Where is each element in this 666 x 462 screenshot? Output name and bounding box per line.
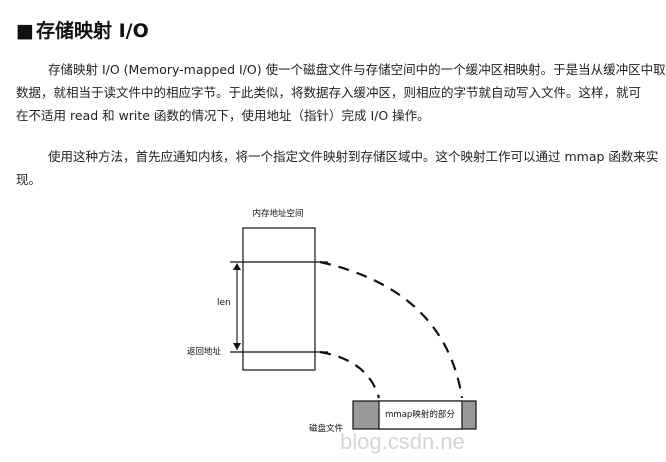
- mmap-part-label: mmap映射的部分: [385, 409, 455, 420]
- mapping-arc-outer: [319, 260, 464, 399]
- paragraph-line: 使用这种方法，首先应通知内核，将一个指定文件映射到存储区域中。这个映射工作可以通…: [48, 149, 659, 164]
- paragraph-line: 在不适用 read 和 write 函数的情况下，使用地址（指针）完成 I/O …: [16, 108, 430, 123]
- paragraph-line: 数据，就相当于读文件中的相应字节。于此类似，将数据存入缓冲区，则相应的字节就自动…: [16, 85, 642, 100]
- mmap-mapped-part: [378, 400, 463, 430]
- disk-file-label: 磁盘文件: [309, 423, 344, 434]
- memory-space-box: [242, 227, 316, 371]
- return-address-label: 返回地址: [187, 346, 222, 357]
- len-label: len: [217, 298, 231, 308]
- section-heading: ■存储映射 I/O: [16, 16, 149, 43]
- heading-title: 存储映射 I/O: [35, 20, 149, 42]
- memory-space-label: 内存地址空间: [252, 208, 303, 219]
- paragraph-line: 现。: [16, 172, 42, 187]
- bullet-icon: ■: [16, 20, 34, 42]
- watermark: blog.csdn.ne: [340, 429, 465, 454]
- paragraph-2: 使用这种方法，首先应通知内核，将一个指定文件映射到存储区域中。这个映射工作可以通…: [16, 145, 659, 191]
- paragraph-line: 存储映射 I/O (Memory-mapped I/O) 使一个磁盘文件与存储空…: [48, 62, 666, 77]
- mapping-arc-inner: [319, 350, 381, 399]
- paragraph-1: 存储映射 I/O (Memory-mapped I/O) 使一个磁盘文件与存储空…: [16, 58, 666, 127]
